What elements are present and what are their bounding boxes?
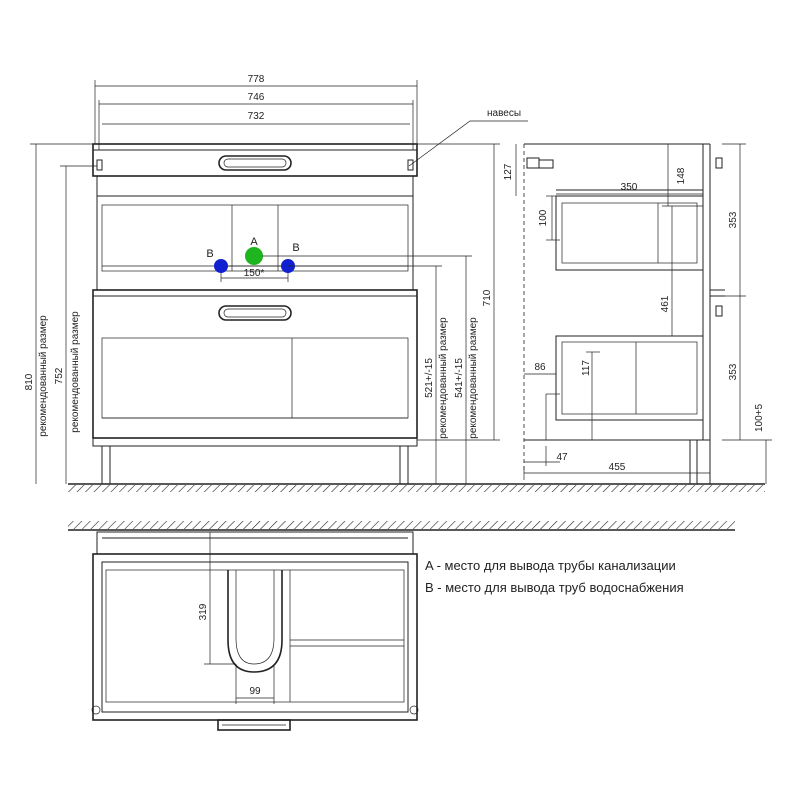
legend: A - место для вывода трубы канализации B… <box>425 558 684 595</box>
wall-hatch-plan <box>68 521 735 531</box>
dim-461: 461 <box>660 295 671 312</box>
dim-47: 47 <box>556 452 568 463</box>
label-a: A <box>250 236 258 248</box>
hinges-label: навесы <box>487 108 521 119</box>
floor-hatch-top <box>68 483 765 492</box>
recommended-size-4: рекомендованный размер <box>468 317 479 439</box>
dim-148: 148 <box>676 167 687 184</box>
dim-pipe-spacing: 150* <box>244 268 265 279</box>
legend-a: A - место для вывода трубы канализации <box>425 558 676 573</box>
plan-view: 319 99 <box>91 531 419 731</box>
dim-117: 117 <box>581 360 592 376</box>
dim-height-810: 810 <box>24 373 35 390</box>
dim-height-710: 710 <box>482 289 493 306</box>
front-view: 778 746 732 <box>24 74 528 484</box>
dim-100-5: 100+5 <box>754 404 765 433</box>
recommended-size-1: рекомендованный размер <box>38 315 49 437</box>
dim-width-746: 746 <box>248 92 265 103</box>
recommended-size-3: рекомендованный размер <box>438 317 449 439</box>
label-b-left: B <box>206 248 213 260</box>
dim-height-521: 521+/-15 <box>424 358 435 398</box>
dim-350: 350 <box>621 182 638 193</box>
dim-319: 319 <box>198 603 209 620</box>
point-b-left <box>214 259 228 273</box>
legend-b: B - место для вывода труб водоснабжения <box>425 580 684 595</box>
point-a <box>245 247 263 265</box>
dim-353-bottom: 353 <box>728 363 739 380</box>
dim-100: 100 <box>538 209 549 226</box>
dim-455: 455 <box>609 462 626 473</box>
dim-height-752: 752 <box>54 367 65 384</box>
dim-127: 127 <box>503 163 514 180</box>
dim-86: 86 <box>534 362 546 373</box>
label-b-right: B <box>292 242 299 254</box>
dim-353-top: 353 <box>728 211 739 228</box>
recommended-size-2: рекомендованный размер <box>70 311 81 433</box>
dim-99: 99 <box>249 686 261 697</box>
dim-width-732: 732 <box>248 111 265 122</box>
dim-width-778: 778 <box>248 74 265 85</box>
dim-height-541: 541+/-15 <box>454 358 465 398</box>
side-view: 127 100 350 148 353 461 86 117 353 100+5… <box>503 143 772 484</box>
